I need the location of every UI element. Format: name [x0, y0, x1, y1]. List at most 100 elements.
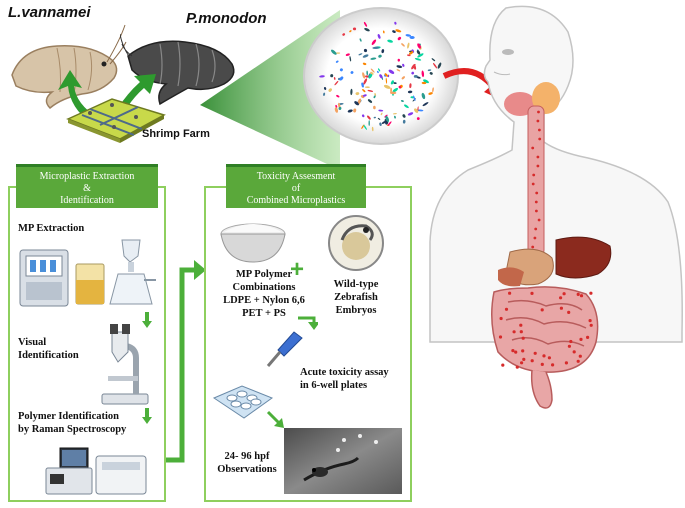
microplastic-particle — [417, 53, 424, 58]
microplastic-particle — [402, 114, 406, 118]
microplastic-particle — [361, 114, 365, 118]
microplastic-particle — [421, 81, 427, 85]
zoom-beam — [200, 10, 340, 170]
gut-microplastic-dot — [508, 291, 512, 295]
lab-equipment-icon — [19, 239, 156, 307]
microplastic-particle — [387, 39, 393, 43]
microplastic-particle — [349, 56, 352, 62]
gut-microplastic-dot — [567, 344, 571, 348]
step-text: in 6-well plates — [300, 380, 368, 391]
microplastic-particle — [365, 86, 370, 89]
microplastic-particle — [361, 82, 364, 88]
microplastic-particle — [407, 112, 414, 116]
gut-microplastic-dot — [501, 363, 505, 367]
step-text: Embryos — [335, 305, 377, 316]
shrimp-icon — [11, 24, 127, 110]
microplastic-particle — [416, 50, 421, 55]
gut-microplastic-dot — [559, 296, 563, 300]
step-text: Combinations — [232, 282, 296, 293]
header-line: & — [83, 183, 91, 194]
gut-microplastic-dot — [522, 357, 526, 361]
microplastic-particle — [417, 43, 421, 49]
shrimp-farm-label: Shrimp Farm — [142, 128, 210, 140]
microplastic-particle — [385, 77, 388, 84]
arrow-down-icon — [142, 408, 152, 424]
step-text: Zebrafish — [334, 292, 378, 303]
microplastic-particle — [429, 72, 433, 75]
gut-microplastic-dot — [559, 306, 563, 310]
esophagus-microplastic-dot — [536, 155, 540, 159]
microplastic-particle — [378, 54, 382, 58]
step-text: by Raman Spectroscopy — [18, 424, 127, 435]
microplastic-particle — [390, 80, 394, 85]
microplastic-particle — [371, 39, 377, 45]
gut-microplastic-dot — [511, 349, 515, 353]
microplastic-particle — [370, 68, 375, 73]
esophagus-microplastic-dot — [535, 191, 539, 195]
microplastic-particle — [387, 74, 390, 78]
microplastic-particle — [422, 102, 429, 107]
microplastic-particle — [367, 115, 371, 120]
microplastic-particle — [407, 54, 411, 57]
microplastic-particle — [363, 48, 368, 53]
microscope-icon — [101, 324, 149, 405]
microplastic-particle — [364, 27, 370, 32]
species-label-left: L.vannamei — [8, 4, 91, 21]
microplastic-particle — [413, 95, 416, 102]
microplastic-particle — [338, 106, 342, 110]
gut-microplastic-dot — [498, 335, 503, 339]
microplastic-particle — [397, 58, 401, 62]
esophagus-microplastic-dot — [531, 182, 535, 186]
microplastic-particle — [365, 75, 369, 78]
microplastic-particle — [379, 74, 383, 79]
microplastic-particle — [407, 42, 410, 49]
microplastic-particle — [376, 70, 379, 74]
microplastic-particle — [384, 73, 389, 77]
esophagus-microplastic-dot — [538, 128, 541, 132]
microplastic-particle — [409, 50, 412, 53]
header-line: Toxicity Assesment — [256, 171, 336, 182]
microplastic-particle — [405, 34, 412, 37]
human-body-icon — [429, 5, 683, 409]
microplastic-particle — [358, 53, 363, 56]
microplastic-particle — [371, 126, 374, 132]
microplastic-particle — [352, 27, 357, 31]
shrimp-icon — [120, 33, 235, 106]
microplastic-particle — [388, 69, 395, 74]
microplastic-particle — [377, 34, 381, 39]
microplastic-particle — [421, 70, 425, 78]
arrow-down-icon — [142, 312, 152, 328]
gut-microplastic-dot — [589, 291, 593, 295]
microplastic-particle — [400, 100, 404, 102]
microplastic-particle — [394, 21, 397, 25]
zebrafish-embryo-icon — [328, 215, 384, 271]
gut-microplastic-dot — [579, 337, 583, 341]
microplastic-particle — [387, 121, 392, 126]
microplastic-particle — [345, 53, 350, 56]
microplastic-particle — [334, 107, 339, 113]
esophagus-microplastic-dot — [536, 119, 540, 123]
step-polymer-identification: Polymer Identification by Raman Spectros… — [18, 410, 126, 436]
microplastic-particle — [432, 62, 438, 69]
microplastic-particle — [392, 87, 399, 93]
esophagus-microplastic-dot — [531, 146, 535, 150]
gut-microplastic-dot — [586, 335, 590, 339]
microplastic-particle — [372, 46, 380, 49]
gut-microplastic-dot — [540, 362, 544, 366]
microplastic-particle — [328, 88, 332, 92]
microplastic-particle — [423, 79, 429, 84]
microplastic-particle — [367, 99, 373, 103]
microplastic-particle — [333, 77, 336, 80]
gut-microplastic-dot — [520, 361, 524, 365]
step-text: Wild-type — [333, 279, 379, 290]
gut-microplastic-dot — [521, 349, 525, 353]
esophagus-microplastic-dot — [533, 236, 537, 240]
microplastic-particle — [411, 63, 416, 70]
gut-microplastic-dot — [578, 354, 582, 358]
microplastic-particle — [374, 93, 377, 96]
microplastic-particle — [366, 70, 369, 76]
microplastic-particle — [362, 94, 367, 97]
zebrafish-larva-icon — [284, 428, 402, 494]
gut-microplastic-dot — [576, 359, 580, 363]
gut-microplastic-dot — [569, 339, 573, 344]
